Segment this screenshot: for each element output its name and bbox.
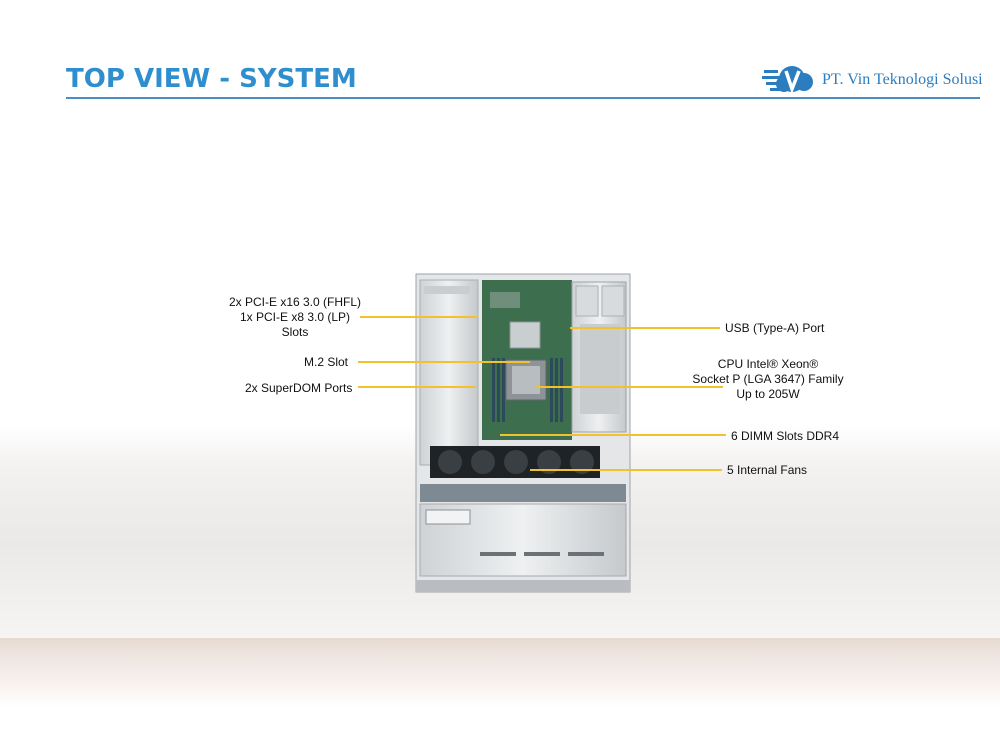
fans-leader-line xyxy=(530,469,722,471)
dimm-slots-label: 6 DIMM Slots DDR4 xyxy=(731,429,840,443)
cpu-label: CPU Intel® Xeon® Socket P (LGA 3647) Fam… xyxy=(683,357,853,402)
pcie-leader-line xyxy=(360,316,478,318)
page-title: TOP VIEW - SYSTEM xyxy=(66,64,357,94)
logo-text: PT. Vin Teknologi Solusi xyxy=(822,71,983,88)
title-underline xyxy=(66,97,980,99)
logo-cloud-icon xyxy=(762,66,813,95)
m2-leader-line xyxy=(358,361,530,363)
pcie-line-1: 2x PCI-E x16 3.0 (FHFL) xyxy=(228,295,362,309)
cpu-line-1: CPU Intel® Xeon® xyxy=(717,357,819,371)
cpu-leader-line xyxy=(535,386,723,388)
pcie-line-2: 1x PCI-E x8 3.0 (LP) xyxy=(239,310,351,324)
pcie-line-3: Slots xyxy=(281,325,309,339)
cpu-line-2: Socket P (LGA 3647) Family xyxy=(692,372,844,386)
server-top-view-image xyxy=(415,273,631,593)
superdom-ports-label: 2x SuperDOM Ports xyxy=(245,381,353,395)
dimm-leader-line xyxy=(500,434,726,436)
m2-slot-label: M.2 Slot xyxy=(304,355,349,369)
usb-leader-line xyxy=(570,327,720,329)
cpu-line-3: Up to 205W xyxy=(736,387,800,401)
internal-fans-label: 5 Internal Fans xyxy=(727,463,808,477)
superdom-leader-line xyxy=(358,386,476,388)
pcie-slots-label: 2x PCI-E x16 3.0 (FHFL) 1x PCI-E x8 3.0 … xyxy=(212,295,378,340)
company-logo: PT. Vin Teknologi Solusi xyxy=(762,62,992,98)
floor-edge xyxy=(0,638,1000,708)
usb-port-label: USB (Type-A) Port xyxy=(725,321,825,335)
